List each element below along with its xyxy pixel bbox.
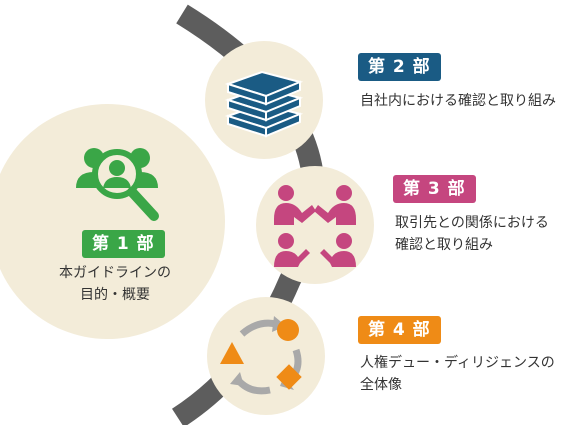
people-connection-icon <box>274 185 356 267</box>
part1-line1: 本ガイドラインの <box>59 265 171 281</box>
magnifier-people-icon <box>76 148 159 221</box>
part3-line1: 取引先との関係における <box>395 215 549 231</box>
part2-line1: 自社内における確認と取り組み <box>360 93 556 109</box>
books-stack-icon <box>224 70 304 138</box>
part4-description: 人権デュー・ディリジェンスの 全体像 <box>360 352 555 396</box>
part4-badge: 第 4 部 <box>358 316 441 344</box>
part4-line2: 全体像 <box>360 377 402 393</box>
part2-badge: 第 2 部 <box>358 53 441 81</box>
part3-badge: 第 3 部 <box>393 175 476 203</box>
part3-line2: 確認と取り組み <box>395 237 493 253</box>
part1-line2: 目的・概要 <box>80 287 150 303</box>
part2-description: 自社内における確認と取り組み <box>360 90 556 112</box>
part1-circle <box>0 104 225 339</box>
part4-line1: 人権デュー・ディリジェンスの <box>360 355 555 371</box>
part1-description: 本ガイドラインの 目的・概要 <box>40 262 190 306</box>
part1-badge: 第 1 部 <box>82 230 165 258</box>
part3-description: 取引先との関係における 確認と取り組み <box>395 212 549 256</box>
cycle-shapes-icon <box>220 316 302 395</box>
